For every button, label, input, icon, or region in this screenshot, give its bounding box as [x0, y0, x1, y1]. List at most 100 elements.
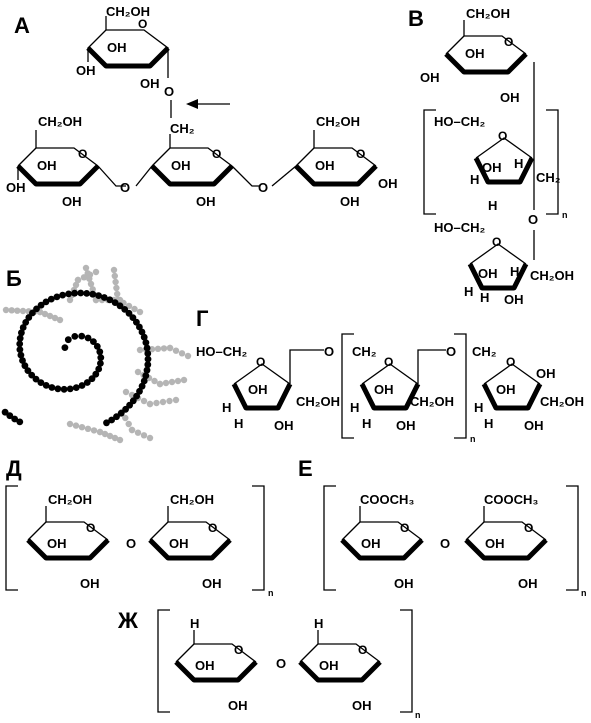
- glucose-bead: [116, 302, 124, 310]
- oh-label: OH: [315, 158, 335, 173]
- glucose-bead: [97, 360, 104, 367]
- glucose-bead: [184, 352, 192, 360]
- panel-g-label: Г: [196, 306, 209, 331]
- amylose-helix: [1, 289, 152, 427]
- glucose-bead: [42, 298, 50, 306]
- panel-d-unit-2: CH₂OH OH OH O: [148, 492, 232, 591]
- glucose-bead: [134, 429, 142, 436]
- panel-a-top-glucose: CH₂OH OH OH OH O: [76, 4, 170, 91]
- ch2-label: CH₂: [352, 344, 377, 359]
- glucose-bead: [86, 271, 94, 278]
- glucose-bead: [156, 380, 164, 388]
- svg-text:O: O: [498, 129, 507, 143]
- subscript-n: n: [415, 710, 421, 720]
- glucose-bead: [32, 375, 40, 383]
- glucose-bead: [74, 276, 82, 284]
- glucose-bead: [111, 299, 119, 306]
- glucose-bead: [116, 436, 124, 444]
- panel-b: В CH₂OH OH OH OH O O n HO–CH₂ OH H H H C…: [408, 6, 574, 307]
- glucose-bead: [84, 425, 92, 432]
- glucose-bead: [1, 408, 9, 416]
- bracket-left: [323, 485, 336, 591]
- bracket-right: [252, 485, 265, 591]
- h-label: H: [234, 416, 243, 431]
- h-label: H: [514, 156, 523, 171]
- glucose-bead: [56, 316, 64, 324]
- glucose-bead: [142, 339, 150, 346]
- oh-label: OH: [37, 158, 57, 173]
- glucose-bead: [16, 418, 24, 426]
- panel-a-label: А: [14, 13, 30, 38]
- oh-label: OH: [524, 418, 544, 433]
- hoch2-label: HO–CH₂: [434, 114, 486, 129]
- oh-label: OH: [76, 63, 96, 78]
- oh-label: OH: [465, 46, 485, 61]
- oh-label: OH: [62, 194, 82, 209]
- glucose-bead: [174, 377, 182, 385]
- h-label: H: [470, 172, 479, 187]
- glucose-bead: [140, 377, 148, 385]
- svg-text:O: O: [86, 521, 95, 535]
- glucose-bead: [154, 345, 162, 352]
- oh-label: OH: [202, 576, 222, 591]
- glucose-bead: [144, 355, 152, 363]
- glucose-bead: [114, 290, 121, 298]
- oh-label: OH: [196, 194, 216, 209]
- glucose-bead: [17, 351, 25, 359]
- h-label: H: [484, 416, 493, 431]
- glucose-bead: [106, 296, 114, 304]
- h-label: H: [480, 290, 489, 305]
- ch2oh-label: CH₂OH: [530, 268, 574, 283]
- svg-text:O: O: [492, 235, 501, 249]
- svg-text:O: O: [256, 355, 265, 369]
- oh-label: OH: [478, 266, 498, 281]
- glucose-bead: [2, 306, 10, 314]
- bracket-right: [454, 333, 467, 439]
- svg-text:O: O: [356, 147, 365, 161]
- glucose-bead: [92, 268, 100, 276]
- h-label: H: [510, 264, 519, 279]
- glucose-bead: [122, 405, 129, 413]
- glucose-bead: [78, 332, 86, 340]
- glucose-bead: [166, 397, 173, 405]
- panel-b-fructose-repeat: HO–CH₂ OH H H H CH₂ O: [434, 114, 561, 213]
- glucose-bead: [106, 432, 114, 440]
- glucose-bead: [88, 375, 96, 383]
- glucose-bead: [166, 344, 174, 352]
- glucose-bead: [108, 416, 115, 424]
- glucose-bead: [46, 312, 54, 320]
- ch2-label: CH₂: [472, 344, 497, 359]
- bracket-left: [341, 333, 354, 439]
- hoch2-label: HO–CH₂: [434, 220, 486, 235]
- ch2-label: CH₂: [536, 170, 561, 185]
- oh-label: OH: [352, 698, 372, 713]
- oh-label: OH: [518, 576, 538, 591]
- glucose-bead: [131, 305, 138, 313]
- glucose-bead: [89, 290, 97, 298]
- glucose-bead: [96, 348, 104, 356]
- glucose-bead: [78, 382, 86, 389]
- panel-e-label: Е: [298, 456, 313, 481]
- ch2oh-label: CH₂OH: [466, 6, 510, 21]
- ch2oh-label: CH₂OH: [296, 394, 340, 409]
- glucose-bead: [11, 415, 19, 423]
- panel-bb: Б: [1, 264, 192, 444]
- subscript-n: n: [581, 588, 587, 598]
- ch2oh-label: CH₂OH: [106, 4, 150, 19]
- panel-a-unit-3: CH₂OH OH OH OH O: [294, 114, 398, 209]
- ch2-label: CH₂: [170, 121, 195, 136]
- oh-label: OH: [496, 382, 516, 397]
- glucose-bead: [117, 409, 125, 417]
- glucose-bead: [95, 292, 102, 299]
- glucose-bead: [83, 290, 91, 297]
- oh-label: OH: [6, 180, 26, 195]
- glucose-bead: [140, 397, 148, 405]
- glucose-bead: [95, 365, 103, 373]
- glucose-bead: [151, 377, 158, 385]
- h-label: H: [350, 400, 359, 415]
- glucose-bead: [22, 319, 30, 326]
- panel-d-unit-1: CH₂OH OH OH O: [26, 492, 110, 591]
- glucose-bead: [93, 343, 101, 350]
- glucose-bead: [8, 307, 15, 314]
- glucose-bead: [142, 372, 150, 380]
